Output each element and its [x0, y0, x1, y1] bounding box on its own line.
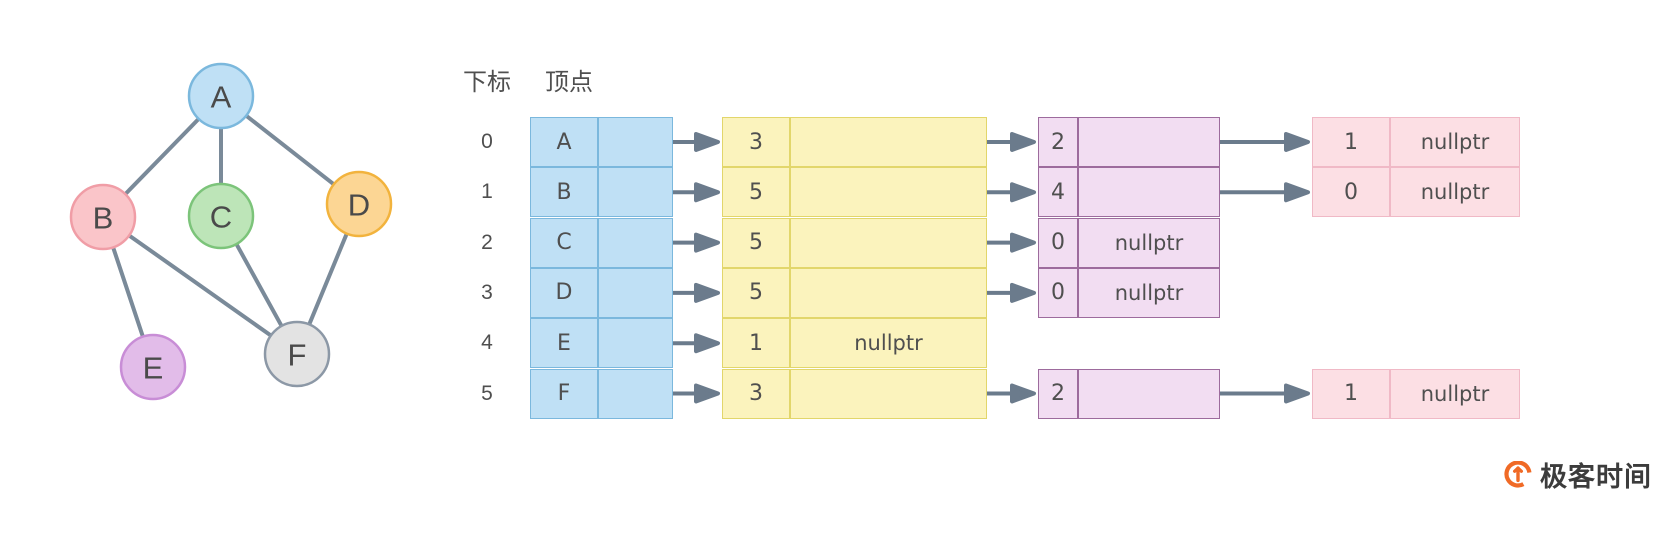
graph-node-C[interactable]: C: [187, 182, 255, 250]
graph-node-circle-E: [119, 333, 187, 401]
chain-next-cell-r0-2: nullptr: [1390, 117, 1520, 167]
vertex-cell-F: F: [530, 368, 598, 419]
graph-edge-C-F: [234, 242, 284, 328]
graph-edge-D-F: [307, 231, 349, 327]
graph-node-circle-F: [263, 320, 331, 388]
graph-node-A[interactable]: A: [187, 62, 255, 130]
graph-edge-A-D: [244, 113, 336, 187]
vertex-next-cell-F: [598, 368, 673, 419]
header-index-label: 下标: [463, 68, 511, 96]
chain-next-cell-r3-1: nullptr: [1078, 267, 1220, 318]
row-index-5: 5: [481, 381, 493, 405]
vertex-next-cell-E: [598, 318, 673, 369]
row-index-2: 2: [481, 230, 493, 254]
chain-value-cell-r5-0: 3: [722, 368, 790, 419]
graph-node-label-A: A: [211, 80, 232, 115]
graph-node-label-D: D: [348, 188, 370, 223]
vertex-cell-E: E: [530, 318, 598, 369]
chain-value-cell-r2-1: 0: [1038, 217, 1078, 268]
chain-next-cell-r2-1: nullptr: [1078, 217, 1220, 268]
chain-value-cell-r5-2: 1: [1312, 368, 1390, 419]
chain-next-cell-r0-1: [1078, 117, 1220, 167]
chain-value-cell-r1-0: 5: [722, 167, 790, 218]
row-index-4: 4: [481, 331, 493, 355]
vertex-cell-B: B: [530, 167, 598, 218]
graph-node-B[interactable]: B: [69, 183, 137, 251]
chain-next-cell-r5-0: [790, 368, 987, 419]
graph-edge-B-E: [111, 245, 145, 339]
watermark: 极客时间: [1504, 455, 1652, 494]
chain-next-cell-r1-2: nullptr: [1390, 167, 1520, 218]
graph-node-label-B: B: [93, 201, 114, 236]
row-index-3: 3: [481, 280, 493, 304]
vertex-next-cell-D: [598, 267, 673, 318]
vertex-cell-C: C: [530, 217, 598, 268]
chain-value-cell-r2-0: 5: [722, 217, 790, 268]
graph-node-circle-D: [325, 170, 393, 238]
chain-next-cell-r0-0: [790, 117, 987, 167]
vertex-cell-D: D: [530, 267, 598, 318]
chain-value-cell-r0-2: 1: [1312, 117, 1390, 167]
row-index-1: 1: [481, 180, 493, 204]
chain-next-cell-r5-2: nullptr: [1390, 368, 1520, 419]
vertex-next-cell-A: [598, 117, 673, 167]
chain-next-cell-r1-0: [790, 167, 987, 218]
graph-node-label-E: E: [143, 351, 164, 386]
graph-edge-A-B: [123, 116, 201, 197]
geektime-logo-icon: [1504, 460, 1532, 488]
watermark-text: 极客时间: [1540, 462, 1652, 493]
chain-next-cell-r1-1: [1078, 167, 1220, 218]
chain-value-cell-r1-1: 4: [1038, 167, 1078, 218]
graph-node-circle-B: [69, 183, 137, 251]
chain-value-cell-r4-0: 1: [722, 318, 790, 369]
chain-value-cell-r0-0: 3: [722, 117, 790, 167]
vertex-next-cell-B: [598, 167, 673, 218]
graph-node-label-F: F: [288, 338, 307, 373]
vertex-next-cell-C: [598, 217, 673, 268]
graph-edge-B-F: [127, 233, 273, 338]
vertex-cell-A: A: [530, 117, 598, 167]
graph-node-E[interactable]: E: [119, 333, 187, 401]
chain-next-cell-r4-0: nullptr: [790, 318, 987, 369]
chain-next-cell-r5-1: [1078, 368, 1220, 419]
graph-node-F[interactable]: F: [263, 320, 331, 388]
row-index-0: 0: [481, 130, 493, 153]
graph-node-D[interactable]: D: [325, 170, 393, 238]
chain-value-cell-r1-2: 0: [1312, 167, 1390, 218]
chain-next-cell-r2-0: [790, 217, 987, 268]
chain-value-cell-r0-1: 2: [1038, 117, 1078, 167]
chain-value-cell-r3-0: 5: [722, 267, 790, 318]
graph-node-circle-A: [187, 62, 255, 130]
chain-value-cell-r5-1: 2: [1038, 368, 1078, 419]
chain-value-cell-r3-1: 0: [1038, 267, 1078, 318]
graph-node-circle-C: [187, 182, 255, 250]
header-vertex-label: 顶点: [545, 68, 593, 96]
chain-next-cell-r3-0: [790, 267, 987, 318]
graph-node-label-C: C: [210, 200, 232, 235]
